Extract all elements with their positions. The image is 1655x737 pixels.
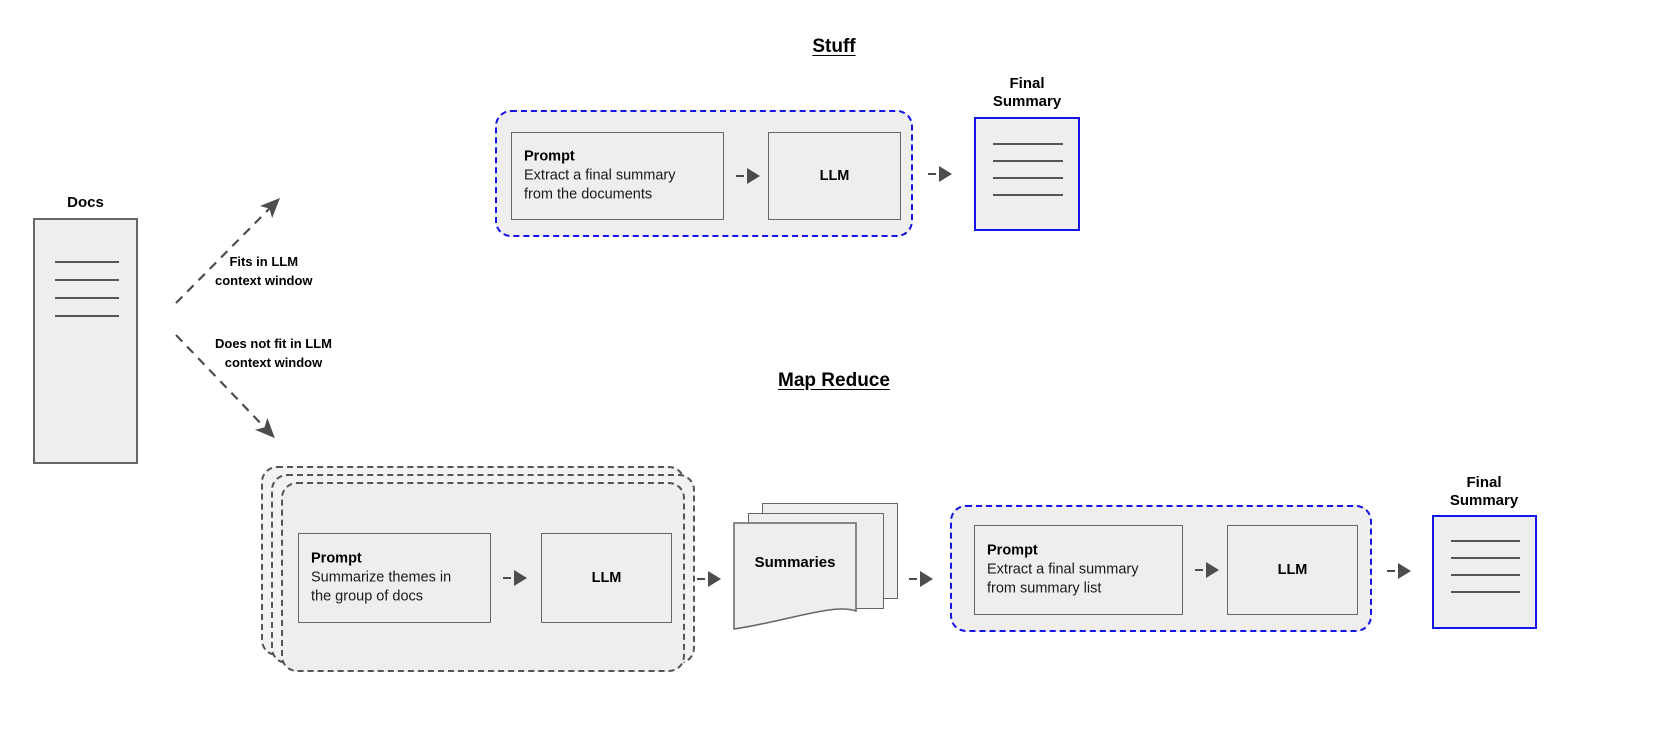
reduce-prompt-line1: Extract a final summary: [987, 561, 1139, 578]
map-group: Prompt Summarize themes in the group of …: [281, 482, 685, 672]
stuff-final-summary-label-line2: Summary: [992, 93, 1062, 110]
final-summary-line-1: [993, 143, 1063, 145]
stuff-title: Stuff: [812, 36, 856, 57]
stuff-prompt-text: Prompt Extract a final summary from the …: [524, 148, 676, 205]
stuff-group: Prompt Extract a final summary from the …: [495, 110, 913, 237]
arrow-head-icon: [1398, 563, 1411, 579]
map-prompt-text: Prompt Summarize themes in the group of …: [311, 550, 451, 607]
stuff-llm-box: LLM: [768, 132, 901, 220]
reduce-llm-box: LLM: [1227, 525, 1358, 615]
mr-final-summary-label-line1: Final: [1466, 474, 1502, 491]
reduce-prompt-line2: from summary list: [987, 580, 1102, 597]
reduce-group: Prompt Extract a final summary from summ…: [950, 505, 1372, 632]
final-summary-line-2: [993, 160, 1063, 162]
arrow-head-icon: [920, 571, 933, 587]
docs-shape: [33, 218, 138, 464]
stuff-final-summary-label: Final Summary: [973, 75, 1081, 111]
arrow-stub: [697, 578, 705, 580]
docs-line-3: [55, 297, 119, 299]
final-summary-line-2: [1451, 557, 1520, 559]
arrow-head-icon: [1206, 562, 1219, 578]
stuff-arrow-prompt-to-llm: [736, 168, 760, 184]
arrow-head-icon: [514, 570, 527, 586]
branch-label-does-not-fit: Does not fit in LLM context window: [215, 334, 332, 372]
arrow-stub: [928, 173, 936, 175]
arrow-stub: [909, 578, 917, 580]
stuff-llm-label: LLM: [819, 168, 850, 184]
reduce-llm-label: LLM: [1277, 562, 1308, 578]
arrow-head-icon: [708, 571, 721, 587]
branch-label-does-not-fit-line1: Does not fit in LLM: [215, 336, 332, 351]
stuff-prompt-box: Prompt Extract a final summary from the …: [511, 132, 724, 220]
map-llm-label: LLM: [591, 570, 622, 586]
stuff-prompt-line1: Extract a final summary: [524, 167, 676, 184]
arrow-stub: [1195, 569, 1203, 571]
arrow-stub: [736, 175, 744, 177]
final-summary-line-4: [1451, 591, 1520, 593]
map-prompt-line1: Summarize themes in: [311, 569, 452, 586]
mr-final-summary-shape: [1432, 515, 1537, 629]
stuff-final-summary-shape: [974, 117, 1080, 231]
branch-label-does-not-fit-line2: context window: [224, 355, 323, 370]
docs-line-2: [55, 279, 119, 281]
map-llm-box: LLM: [541, 533, 672, 623]
map-prompt-line2: the group of docs: [311, 588, 424, 605]
map-prompt-heading: Prompt: [311, 550, 362, 567]
final-summary-line-3: [1451, 574, 1520, 576]
map-arrow-prompt-to-llm: [503, 570, 527, 586]
summaries-stack: Summaries: [733, 503, 898, 633]
stuff-prompt-line2: from the documents: [524, 186, 653, 203]
docs-line-1: [55, 261, 119, 263]
final-summary-line-3: [993, 177, 1063, 179]
arrow-head-icon: [939, 166, 952, 182]
arrow-summaries-to-reduce: [909, 571, 933, 587]
arrow-head-icon: [747, 168, 760, 184]
summaries-sheet-front: [733, 522, 857, 630]
branch-label-fits-line1: Fits in LLM: [229, 254, 299, 269]
mr-final-summary-label-line2: Summary: [1449, 492, 1519, 509]
mr-final-summary-label: Final Summary: [1430, 474, 1538, 510]
arrow-reduce-to-final: [1387, 563, 1411, 579]
arrow-stub: [503, 577, 511, 579]
final-summary-line-4: [993, 194, 1063, 196]
summaries-label: Summaries: [754, 554, 836, 571]
map-reduce-title: Map Reduce: [778, 370, 890, 391]
map-prompt-box: Prompt Summarize themes in the group of …: [298, 533, 491, 623]
stuff-prompt-heading: Prompt: [524, 148, 575, 165]
reduce-prompt-heading: Prompt: [987, 542, 1038, 559]
reduce-arrow-prompt-to-llm: [1195, 562, 1219, 578]
stuff-arrow-group-to-final: [928, 166, 952, 182]
final-summary-line-1: [1451, 540, 1520, 542]
stuff-final-summary-label-line1: Final: [1009, 75, 1045, 92]
reduce-prompt-text: Prompt Extract a final summary from summ…: [987, 542, 1139, 599]
reduce-prompt-box: Prompt Extract a final summary from summ…: [974, 525, 1183, 615]
docs-line-4: [55, 315, 119, 317]
branch-label-fits-line2: context window: [215, 273, 313, 288]
branch-label-fits: Fits in LLM context window: [215, 252, 313, 290]
arrow-stub: [1387, 570, 1395, 572]
docs-label: Docs: [67, 194, 104, 211]
arrow-map-to-summaries: [697, 571, 721, 587]
